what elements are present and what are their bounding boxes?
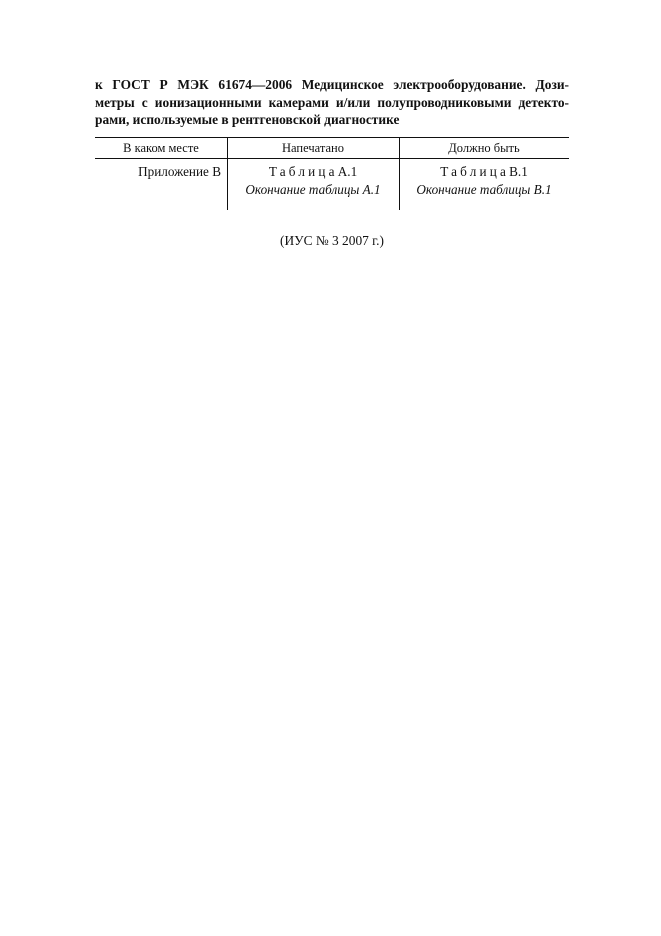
table-cell-place: Приложение В [138, 164, 221, 179]
should-table-ref: В.1 [509, 164, 528, 179]
heading-line-3: рами, используемые в рентгеновской диагн… [95, 112, 400, 127]
table-cell-should-be: ТаблицаВ.1 Окончание таблицы В.1 [399, 163, 569, 199]
table-header-printed: Напечатано [282, 141, 344, 155]
should-table-note: Окончание таблицы В.1 [416, 182, 552, 197]
printed-table-ref: А.1 [337, 164, 358, 179]
table-column-divider-2 [399, 137, 400, 210]
table-header-place: В каком месте [123, 141, 199, 155]
table-header-should-be: Должно быть [448, 141, 520, 155]
table-column-divider-1 [227, 137, 228, 210]
printed-table-label: ТаблицаА.1 [227, 163, 399, 181]
should-table-word: Таблица [440, 164, 510, 179]
printed-table-note: Окончание таблицы А.1 [245, 182, 381, 197]
ius-reference: (ИУС № 3 2007 г.) [280, 233, 384, 248]
printed-table-word: Таблица [268, 164, 338, 179]
table-top-rule [95, 137, 569, 138]
heading-line-1: к ГОСТ Р МЭК 61674—2006 Медицинское элек… [95, 77, 569, 92]
table-cell-printed: ТаблицаА.1 Окончание таблицы А.1 [227, 163, 399, 199]
table-header-rule [95, 158, 569, 159]
amendment-heading: к ГОСТ Р МЭК 61674—2006 Медицинское элек… [95, 76, 569, 129]
heading-line-2: метры с ионизационными камерами и/или по… [95, 94, 569, 110]
should-table-label: ТаблицаВ.1 [399, 163, 569, 181]
